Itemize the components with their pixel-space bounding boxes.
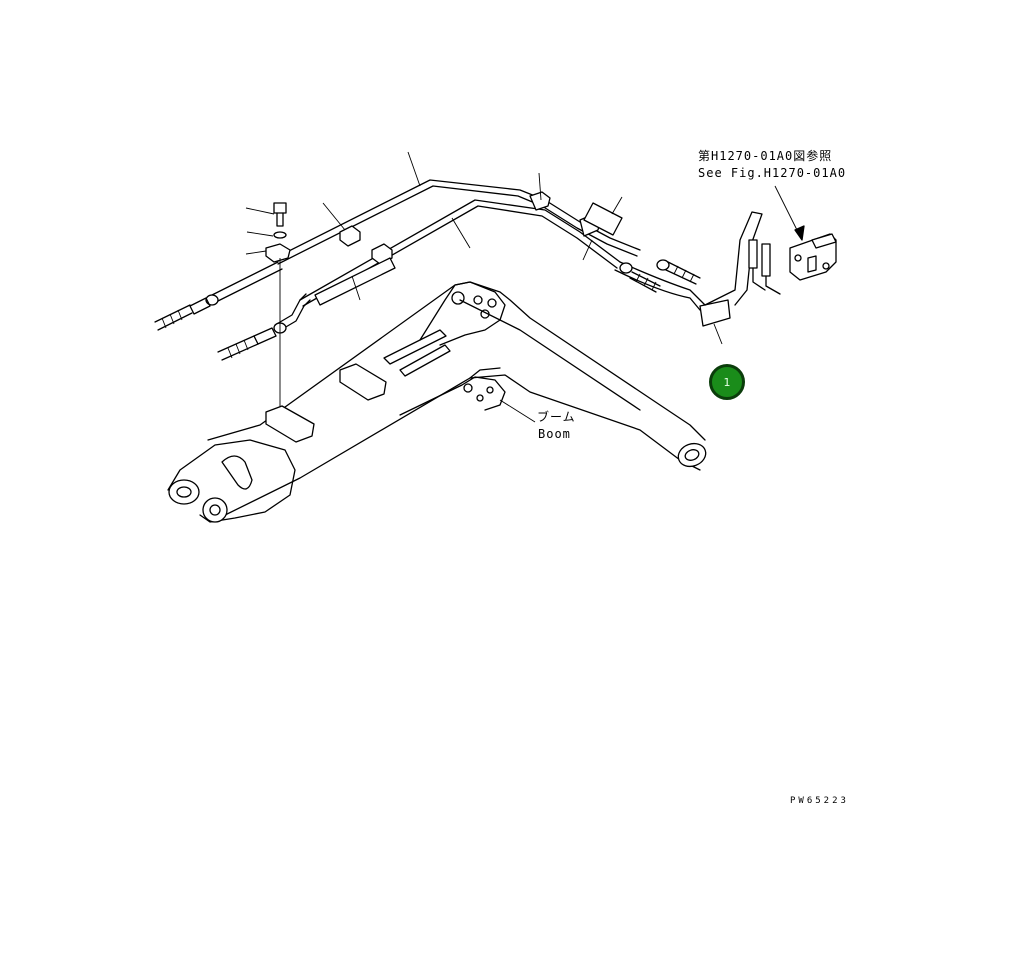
leader-lines [245, 151, 805, 423]
washer [273, 231, 287, 239]
valve-block [789, 233, 837, 281]
callout-1[interactable]: 1 [709, 364, 745, 400]
boom-label-jp: ブーム [537, 410, 576, 424]
hose-guard [314, 202, 731, 327]
bolt [273, 202, 287, 227]
reference-note-jp: 第H1270-01A0図参照 [698, 149, 833, 163]
hose-left-upper[interactable] [154, 261, 283, 331]
hose-right[interactable] [614, 211, 763, 311]
hose-left-lower[interactable] [217, 293, 311, 361]
pipe-lower[interactable] [299, 199, 621, 307]
hose-fittings [748, 239, 781, 295]
reference-note-en: See Fig.H1270-01A0 [698, 166, 847, 180]
clamp-upper [265, 243, 291, 263]
clamp-lower [265, 363, 387, 443]
boom [167, 281, 707, 523]
drawing-number: PW65223 [790, 796, 849, 806]
boom-label-en: Boom [538, 427, 571, 441]
